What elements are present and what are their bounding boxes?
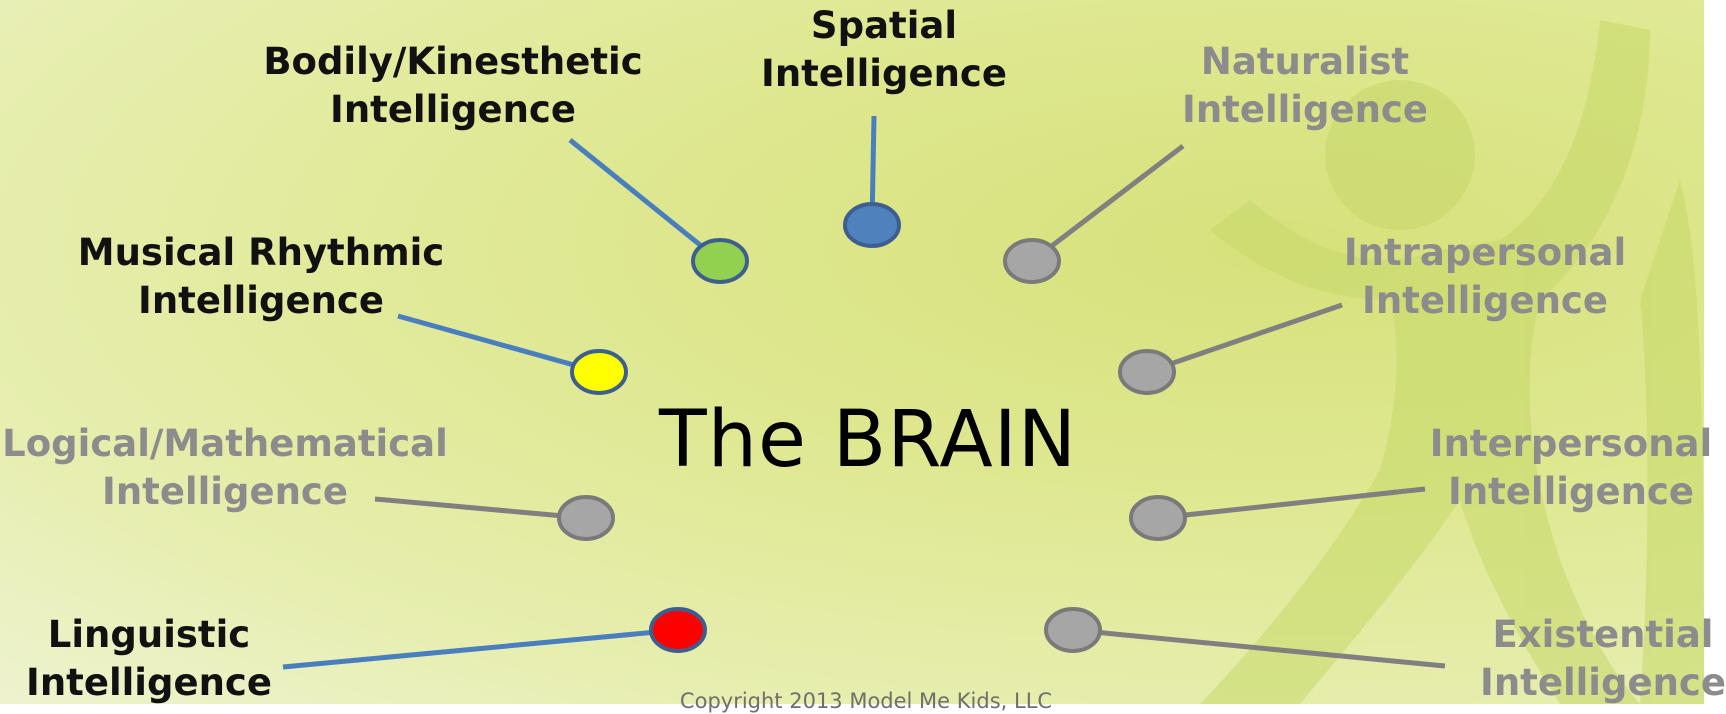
node-spatial [843, 202, 901, 248]
background-figure-graphic [1200, 20, 1704, 704]
node-intrapersonal [1118, 349, 1176, 395]
label-logical-mathematical: Logical/Mathematical Intelligence [2, 422, 448, 513]
label-naturalist: Naturalist Intelligence [1182, 40, 1428, 131]
node-linguistic [649, 607, 707, 653]
connector-logical [374, 496, 587, 521]
label-linguistic: Linguistic Intelligence [26, 613, 272, 704]
label-spatial: Spatial Intelligence [761, 4, 1007, 95]
copyright-text: Copyright 2013 Model Me Kids, LLC [679, 689, 1053, 713]
node-logical [557, 495, 615, 541]
connector-existential [1072, 627, 1446, 669]
connector-linguistic [282, 627, 679, 670]
label-intrapersonal: Intrapersonal Intelligence [1343, 231, 1627, 322]
label-existential: Existential Intelligence [1480, 613, 1726, 704]
connector-intrapersonal [1146, 302, 1343, 375]
connector-layer [282, 115, 1446, 670]
node-naturalist [1003, 238, 1061, 284]
connector-musical [397, 313, 600, 375]
diagram-title: The BRAIN [658, 395, 1078, 485]
node-bodily [691, 238, 749, 284]
connector-naturalist [1030, 144, 1185, 263]
connector-bodily [568, 138, 722, 263]
label-bodily-kinesthetic: Bodily/Kinesthetic Intelligence [263, 40, 643, 131]
connector-interpersonal [1157, 486, 1426, 521]
label-musical-rhythmic: Musical Rhythmic Intelligence [77, 231, 445, 322]
node-musical [570, 349, 628, 395]
label-interpersonal: Interpersonal Intelligence [1429, 422, 1713, 513]
node-interpersonal [1129, 495, 1187, 541]
node-existential [1044, 607, 1102, 653]
